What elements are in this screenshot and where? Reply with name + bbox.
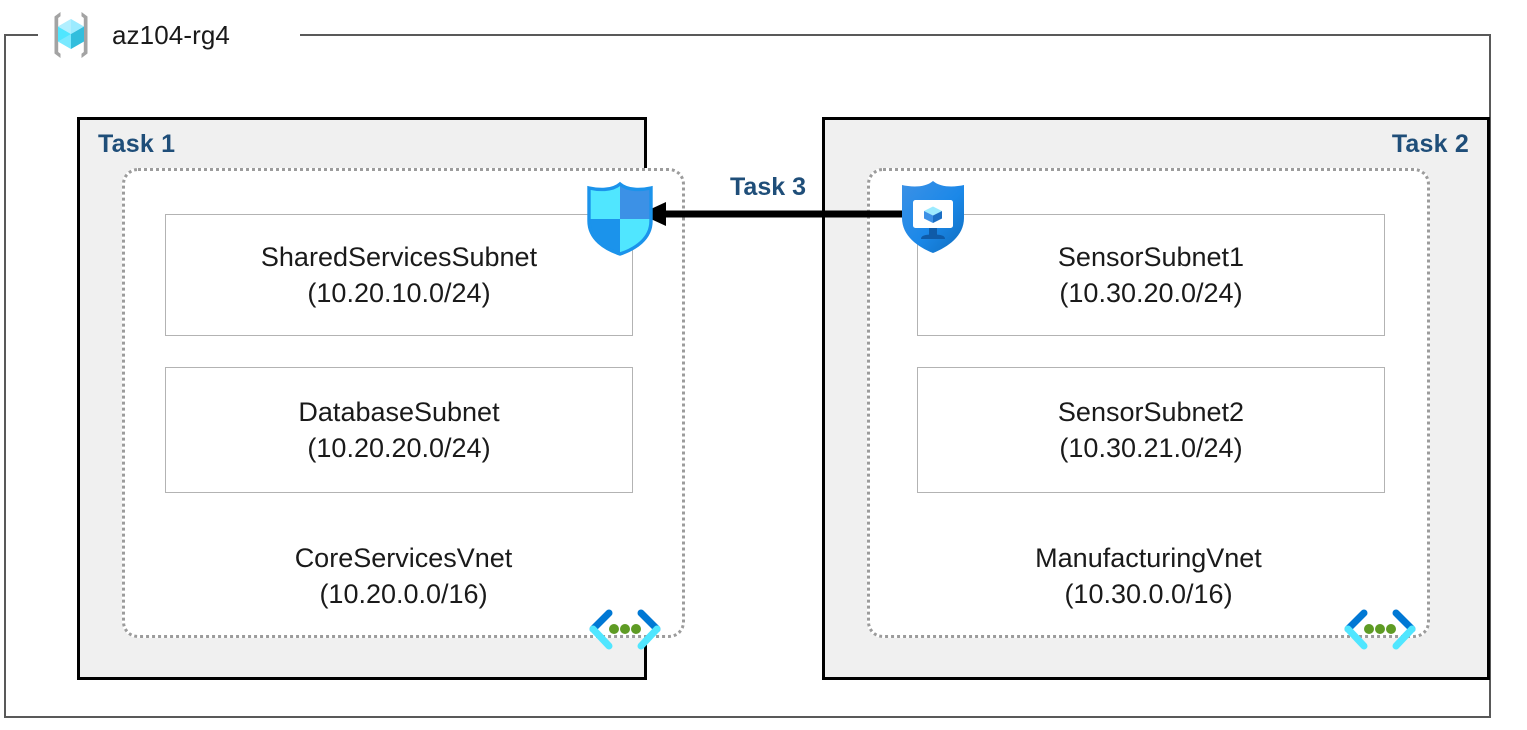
- sharedservicessubnet-box: SharedServicesSubnet (10.20.10.0/24): [165, 214, 633, 336]
- vnet-peering-code-icon: [1344, 609, 1416, 650]
- resource-group-title-gap: [38, 26, 300, 44]
- resource-group-container: [4, 34, 1491, 718]
- subnet-name: SensorSubnet2: [1057, 396, 1245, 427]
- subnet-name: DatabaseSubnet: [298, 396, 500, 427]
- subnet-cidr: (10.30.21.0/24): [1059, 433, 1243, 463]
- task-3-connection-arrow: [640, 202, 912, 226]
- subnet-cidr: (10.30.20.0/24): [1059, 278, 1243, 308]
- databasesubnet-box: DatabaseSubnet (10.20.20.0/24): [165, 367, 633, 493]
- sensorsubnet1-box: SensorSubnet1 (10.30.20.0/24): [917, 214, 1385, 336]
- subnet-name: SensorSubnet1: [1057, 241, 1245, 272]
- subnet-cidr: (10.20.10.0/24): [307, 278, 491, 308]
- task-2-label: Task 2: [1391, 130, 1469, 158]
- vnet-cidr: (10.20.0.0/16): [319, 579, 488, 610]
- vnet-name: CoreServicesVnet: [294, 543, 513, 573]
- sensorsubnet2-box: SensorSubnet2 (10.30.21.0/24): [917, 367, 1385, 493]
- vnet-peering-code-icon: [589, 609, 661, 650]
- task-1-label: Task 1: [98, 130, 176, 158]
- resource-group-header: az104-rg4: [44, 8, 230, 62]
- subnet-cidr: (10.20.20.0/24): [307, 433, 491, 463]
- azure-resource-group-icon: [54, 12, 88, 58]
- defender-for-cloud-shield-icon: [902, 181, 964, 253]
- manufacturingvnet-caption: ManufacturingVnet (10.30.0.0/16): [867, 540, 1430, 612]
- resource-group-title: az104-rg4: [112, 19, 230, 50]
- coreservicesvnet-caption: CoreServicesVnet (10.20.0.0/16): [122, 540, 685, 612]
- vnet-name: ManufacturingVnet: [1035, 543, 1262, 573]
- subnet-name: SharedServicesSubnet: [260, 241, 538, 272]
- task-3-label: Task 3: [724, 172, 812, 203]
- network-security-group-shield-icon: [587, 181, 653, 256]
- vnet-cidr: (10.30.0.0/16): [1064, 579, 1233, 610]
